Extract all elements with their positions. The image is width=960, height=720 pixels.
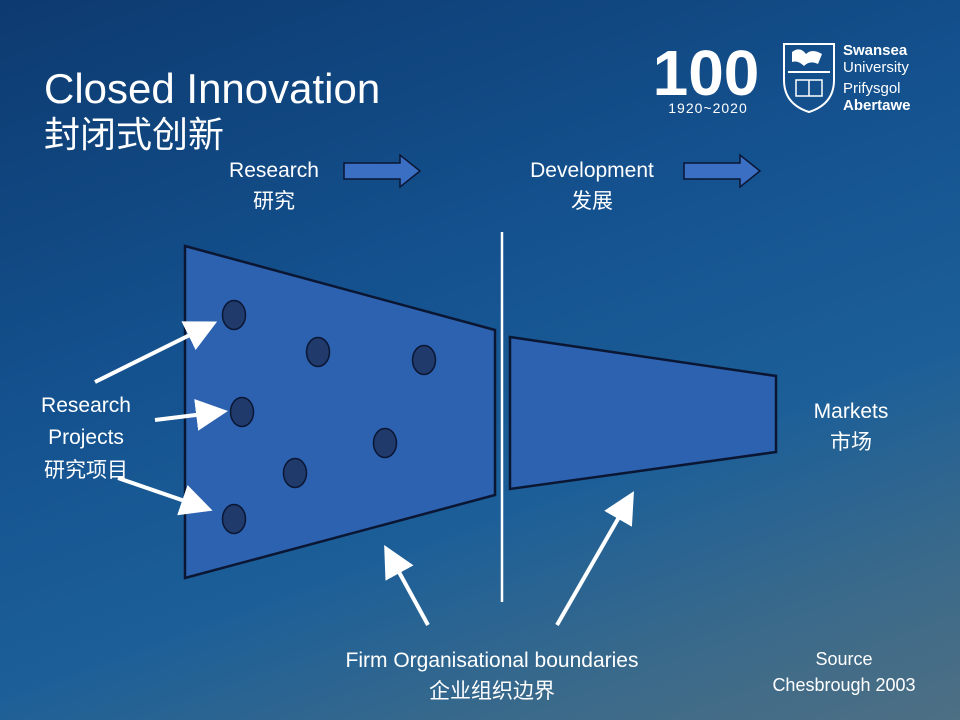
university-name-line: Prifysgol [843, 80, 901, 97]
research-projects-label: Research Projects 研究项目 [28, 390, 144, 486]
pointer-arrow [117, 476, 213, 516]
project-dot [411, 344, 437, 376]
development-phase-label-zh: 发展 [571, 189, 613, 213]
markets-label-en: Markets [813, 400, 889, 423]
development-phase-label: Development 发展 [512, 156, 672, 216]
project-dot [229, 396, 255, 428]
source-label: Source [815, 649, 873, 669]
firm-boundaries-label-zh: 企业组织边界 [429, 679, 555, 703]
project-dot [221, 299, 247, 331]
research-phase-label-zh: 研究 [253, 189, 295, 213]
development-phase-arrow [683, 153, 762, 189]
slide-title-chinese: 封闭式创新 [44, 115, 225, 156]
development-funnel [508, 335, 778, 491]
firm-boundaries-label: Firm Organisational boundaries 企业组织边界 [312, 646, 672, 706]
project-dot [372, 427, 398, 459]
centenary-number: 100 [653, 37, 760, 109]
research-phase-arrow [343, 153, 422, 189]
research-funnel [183, 244, 497, 580]
centenary-logo: 100 1920~2020 [653, 37, 760, 116]
centenary-years: 1920~2020 [668, 100, 747, 116]
research-projects-line: Projects [48, 426, 124, 449]
research-projects-line: 研究项目 [44, 458, 128, 482]
firm-boundaries-label-en: Firm Organisational boundaries [345, 649, 639, 672]
source-citation: Source Chesbrough 2003 [760, 646, 928, 698]
university-name-line: Swansea [843, 42, 908, 59]
source-reference: Chesbrough 2003 [772, 675, 916, 695]
slide-title: Closed Innovation [44, 65, 381, 112]
university-name-line: Abertawe [843, 97, 911, 114]
project-dot [282, 457, 308, 489]
markets-label-zh: 市场 [830, 430, 872, 454]
pointer-arrow [154, 399, 228, 431]
research-phase-label-en: Research [229, 159, 319, 182]
project-dot [305, 336, 331, 368]
university-name: Swansea University Prifysgol Abertawe [843, 42, 911, 114]
boundary-pointer-arrow [555, 491, 634, 626]
development-phase-label-en: Development [530, 159, 654, 182]
research-phase-label: Research 研究 [222, 156, 326, 216]
university-name-line: University [843, 59, 909, 76]
project-dot [221, 503, 247, 535]
boundary-pointer-arrow [384, 544, 430, 626]
markets-label: Markets 市场 [798, 397, 904, 457]
research-projects-line: Research [41, 394, 131, 417]
pointer-arrow [94, 321, 218, 384]
university-crest-icon [783, 43, 835, 114]
